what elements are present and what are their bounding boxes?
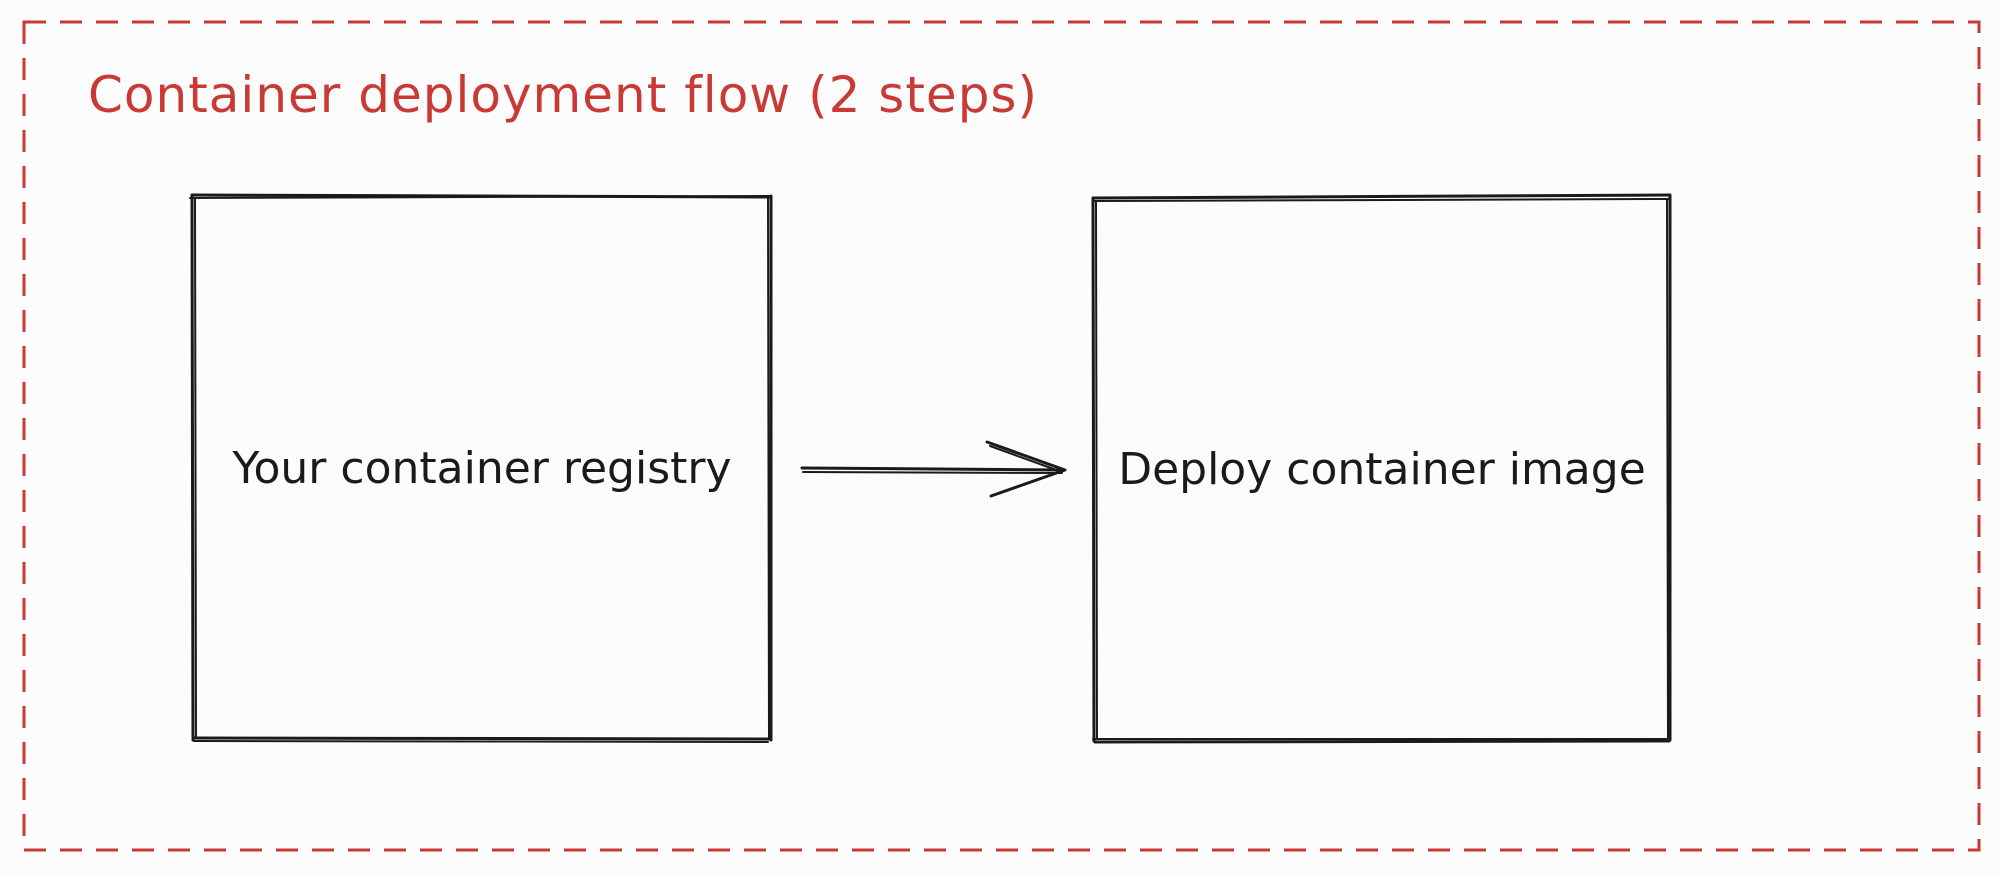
node-deploy: Deploy container image <box>1097 201 1667 738</box>
node-registry: Your container registry <box>196 200 768 738</box>
node-box-registry <box>189 193 773 743</box>
dashed-frame <box>22 20 1981 852</box>
node-registry-label: Your container registry <box>232 443 732 494</box>
node-box-deploy <box>1091 193 1672 744</box>
flow-arrow <box>800 440 1067 498</box>
frame-title: Container deployment flow (2 steps) <box>88 66 1038 124</box>
node-deploy-label: Deploy container image <box>1118 443 1646 495</box>
